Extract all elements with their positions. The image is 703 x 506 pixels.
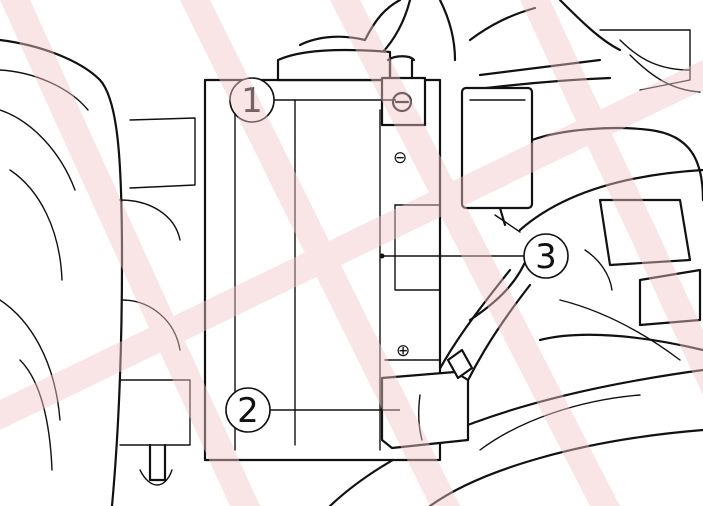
plus-symbol: ⊕ xyxy=(396,341,410,361)
minus-symbol: ⊖ xyxy=(393,148,407,168)
callout-2-number: 2 xyxy=(237,391,259,431)
callout-3-dot xyxy=(380,254,385,259)
seat-frame-left xyxy=(0,40,195,506)
callout-3-number: 3 xyxy=(535,237,557,277)
